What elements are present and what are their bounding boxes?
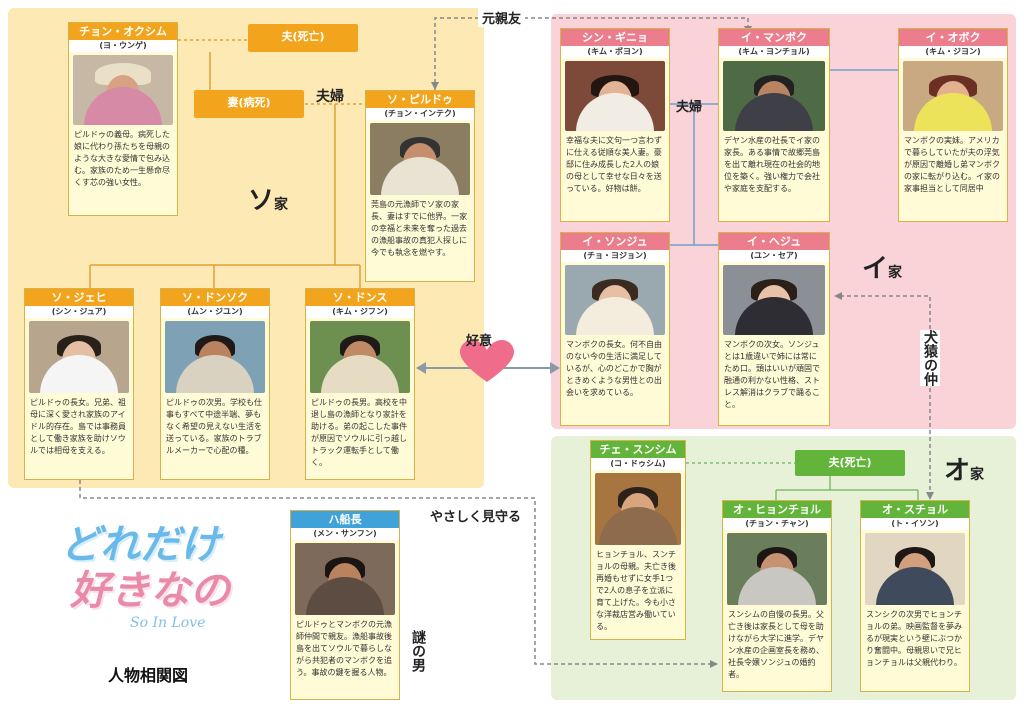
family-label-o: オ家 bbox=[944, 456, 985, 486]
card-desc: デヤン水産の社長でイ家の家長。ある事情で故郷莞島を出て離れ現在の社会的地位を築く… bbox=[724, 136, 820, 193]
card-desc: 莞島の元漁師でソ家の家長、妻はすでに他界。一家の幸福と未来を奪った過去の漁船事故… bbox=[371, 200, 468, 257]
card-name: シン・ギニョ bbox=[582, 31, 648, 44]
card-actor: (キム・ジヨン) bbox=[899, 46, 1007, 58]
card-desc: ピルドゥの長男。高校を中退し島の漁師となり家計を助ける。弟の起こした事件が原因で… bbox=[311, 398, 407, 467]
card-actor: (キム・ヨンチョル) bbox=[719, 46, 829, 58]
card-actor: (ユン・セア) bbox=[719, 250, 829, 262]
label-couple-i: 夫婦 bbox=[676, 100, 703, 115]
card-i-heju[interactable]: イ・ヘジュ (ユン・セア) マンボクの次女。ソンジュとは1歳違いで姉には常にため口… bbox=[718, 232, 830, 426]
photo bbox=[73, 55, 173, 125]
card-actor: (ト・イソン) bbox=[861, 518, 969, 530]
card-desc: ピルドゥの次男。学校も仕事もすべて中途半端、夢もなく希望の見えない生活を送ってい… bbox=[166, 398, 262, 455]
card-actor: (キム・ボヨン) bbox=[561, 46, 669, 58]
card-name: イ・ソンジュ bbox=[582, 235, 648, 248]
card-actor: (チョン・インテク) bbox=[366, 108, 474, 120]
card-name: チョン・オクシム bbox=[79, 25, 167, 38]
card-name: イ・マンボク bbox=[741, 31, 807, 44]
family-label-i: イ家 bbox=[862, 254, 903, 284]
card-so-jehi[interactable]: ソ・ジェヒ (シン・ジュア) ピルドゥの長女。兄弟、祖母に深く愛され家族のアイドル… bbox=[24, 288, 134, 480]
card-name: ソ・ジェヒ bbox=[51, 291, 107, 304]
photo bbox=[565, 61, 665, 131]
card-so-dongsu[interactable]: ソ・ドンス (キム・ジフン) ピルドゥの長男。高校を中退し島の漁師となり家計を助け… bbox=[305, 288, 415, 480]
title-caption: 人物相関図 bbox=[108, 666, 189, 685]
card-actor: (シン・ジュア) bbox=[25, 306, 133, 318]
card-actor: (チョ・ヨジョン) bbox=[561, 250, 669, 262]
photo bbox=[370, 123, 470, 195]
label-mystery-man: 謎の男 bbox=[410, 630, 426, 672]
tag-husband-so: 夫(死亡) bbox=[248, 24, 358, 52]
card-so-pildu[interactable]: ソ・ピルドゥ (チョン・インテク) 莞島の元漁師でソ家の家長、妻はすでに他界。一家… bbox=[365, 90, 475, 282]
label-couple-so: 夫婦 bbox=[316, 89, 344, 105]
label-former-friends: 元親友 bbox=[478, 8, 526, 27]
card-i-manbok[interactable]: イ・マンボク (キム・ヨンチョル) デヤン水産の社長でイ家の家長。ある事情で故郷莞… bbox=[718, 28, 830, 222]
card-desc: マンボクの長女。何不自由のない今の生活に満足しているが、心のどこかで胸がときめく… bbox=[566, 340, 662, 397]
photo bbox=[727, 533, 827, 605]
card-desc: 幸福な夫に文句一つ言わずに仕える従順な美人妻。豪邸に住み成長した2人の娘の母とし… bbox=[566, 136, 662, 193]
card-desc: ピルドゥの義母。病死した娘に代わり孫たちを母親のような大きな愛情で包み込む。家族… bbox=[74, 130, 170, 187]
card-name: ソ・ドンソク bbox=[182, 291, 248, 304]
photo bbox=[595, 473, 681, 545]
photo bbox=[295, 543, 395, 615]
photo bbox=[310, 321, 410, 393]
card-actor: (キム・ジフン) bbox=[306, 306, 414, 318]
card-o-hyonchol[interactable]: オ・ヒョンチョル (チョン・チャン) スンシムの自慢の長男。父亡き後は家長として母… bbox=[722, 500, 832, 692]
card-actor: (ムン・ジユン) bbox=[161, 306, 269, 318]
photo bbox=[29, 321, 129, 393]
card-name: ソ・ドンス bbox=[332, 291, 388, 304]
card-actor: (チョン・チャン) bbox=[723, 518, 831, 530]
title-logo: どれだけ 好きなの So In Love bbox=[60, 522, 250, 652]
title-line1: どれだけ bbox=[60, 521, 220, 568]
card-i-obok[interactable]: イ・オボク (キム・ジヨン) マンボクの実妹。アメリカで暮らしていたが夫の浮気が原… bbox=[898, 28, 1008, 222]
card-actor: (ヨ・ウンゲ) bbox=[69, 40, 177, 52]
card-name: イ・ヘジュ bbox=[746, 235, 802, 248]
card-shin-gino[interactable]: シン・ギニョ (キム・ボヨン) 幸福な夫に文句一つ言わずに仕える従順な美人妻。豪邸… bbox=[560, 28, 670, 222]
heart-icon bbox=[460, 340, 514, 382]
card-name: オ・ヒョンチョル bbox=[733, 503, 821, 516]
card-so-dongsok[interactable]: ソ・ドンソク (ムン・ジユン) ピルドゥの次男。学校も仕事もすべて中途半端、夢もな… bbox=[160, 288, 270, 480]
title-line2: 好きなの bbox=[70, 567, 230, 614]
photo bbox=[723, 61, 825, 131]
card-desc: マンボクの実妹。アメリカで暮らしていたが夫の浮気が原因で離婚し弟マンボクの家に転… bbox=[904, 136, 1000, 193]
card-i-sonju[interactable]: イ・ソンジュ (チョ・ヨジョン) マンボクの長女。何不自由のない今の生活に満足して… bbox=[560, 232, 670, 426]
photo bbox=[565, 265, 665, 335]
photo bbox=[165, 321, 265, 393]
title-sub: So In Love bbox=[130, 615, 206, 631]
card-name: イ・オボク bbox=[925, 31, 981, 44]
label-affection: 好意 bbox=[466, 334, 493, 349]
card-actor: (メン・サンフン) bbox=[291, 528, 399, 540]
card-desc: ピルドゥとマンボクの元漁師仲間で親友。漁船事故後島を出てソウルで暮らしながら共犯… bbox=[296, 620, 392, 677]
label-dog-monkey: 犬猿の仲 bbox=[920, 330, 940, 386]
photo bbox=[723, 265, 825, 335]
photo bbox=[865, 533, 965, 605]
card-actor: (コ・ドゥシム) bbox=[591, 458, 685, 470]
card-o-suchol[interactable]: オ・スチョル (ト・イソン) スンシクの次男でヒョンチョルの弟。映画監督を夢みるが… bbox=[860, 500, 970, 692]
card-desc: スンシムの自慢の長男。父亡き後は家長として母を助けながら大学に進学。デヤン水産の… bbox=[728, 610, 824, 679]
photo bbox=[903, 61, 1003, 131]
card-name: ハ船長 bbox=[328, 513, 362, 526]
card-ha-captain[interactable]: ハ船長 (メン・サンフン) ピルドゥとマンボクの元漁師仲間で親友。漁船事故後島を出… bbox=[290, 510, 400, 700]
card-desc: マンボクの次女。ソンジュとは1歳違いで姉には常にため口。頭はいいが頑固で融通の利… bbox=[724, 340, 820, 409]
card-desc: スンシクの次男でヒョンチョルの弟。映画監督を夢みるが現実という壁にぶつかり奮闘中… bbox=[866, 610, 962, 667]
card-name: ソ・ピルドゥ bbox=[387, 93, 453, 106]
card-name: チェ・スンシム bbox=[599, 443, 677, 456]
label-watch-gently: やさしく見守る bbox=[430, 510, 522, 525]
tag-husband-o: 夫(死亡) bbox=[795, 450, 905, 476]
tag-wife-so: 妻(病死) bbox=[194, 90, 304, 118]
card-name: オ・スチョル bbox=[882, 503, 948, 516]
family-label-so: ソ家 bbox=[248, 186, 289, 216]
card-che-sunsim[interactable]: チェ・スンシム (コ・ドゥシム) ヒョンチョル、スンチョルの母親。夫亡き後再婚もせ… bbox=[590, 440, 686, 640]
card-desc: ヒョンチョル、スンチョルの母親。夫亡き後再婚もせずに女手1つで2人の息子を立派に… bbox=[596, 550, 676, 631]
card-desc: ピルドゥの長女。兄弟、祖母に深く愛され家族のアイドル的存在。島では事務員として働… bbox=[30, 398, 126, 455]
card-chon-oksim[interactable]: チョン・オクシム (ヨ・ウンゲ) ピルドゥの義母。病死した娘に代わり孫たちを母親の… bbox=[68, 22, 178, 216]
